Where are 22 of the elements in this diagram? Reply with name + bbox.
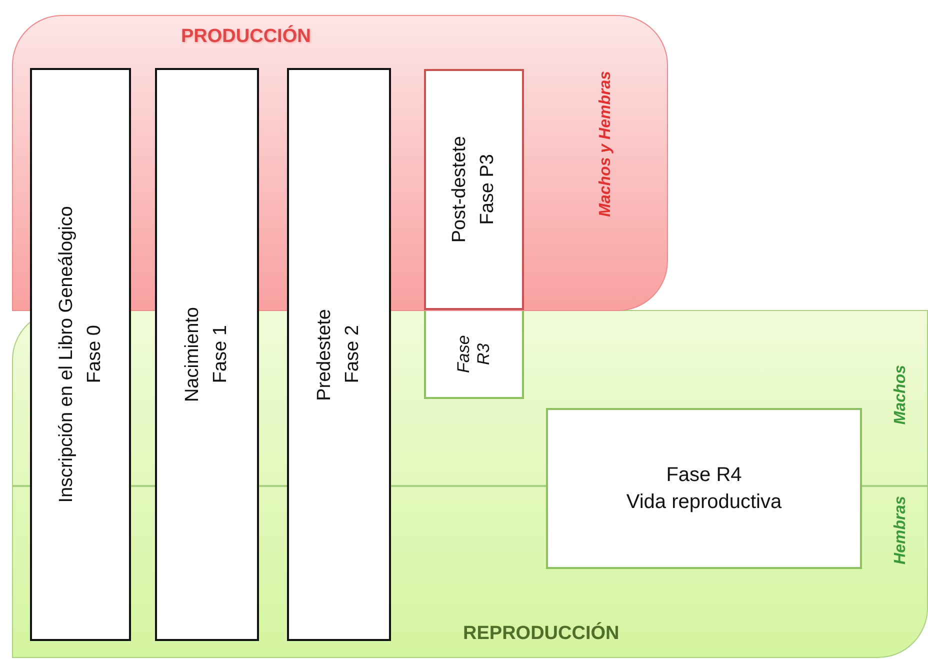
phase-label: Post-destete bbox=[449, 136, 471, 243]
phase-box bbox=[155, 68, 259, 641]
section-title: PRODUCCIÓN bbox=[181, 26, 311, 48]
phase-label: Nacimiento bbox=[182, 306, 204, 402]
phase-label: Predestete bbox=[314, 308, 336, 400]
phase-title: Fase 2 bbox=[342, 325, 364, 384]
phase-label: Vida reproductiva bbox=[626, 490, 782, 514]
phase-box bbox=[30, 68, 131, 641]
phase-title: Fase 0 bbox=[84, 325, 106, 384]
side-label: Machos bbox=[892, 365, 910, 425]
side-label: Machos y Hembras bbox=[597, 71, 615, 217]
phase-title: Fase P3 bbox=[477, 154, 499, 225]
phase-title: Fase 1 bbox=[210, 325, 232, 384]
section-title: REPRODUCCIÓN bbox=[463, 623, 620, 645]
phase-box bbox=[424, 309, 524, 399]
phase-title: Fase R4 bbox=[666, 464, 742, 486]
phase-label: Inscripción en el Libro Geneálogico bbox=[56, 206, 78, 503]
phase-box bbox=[546, 408, 862, 569]
phase-title: Fase R3 bbox=[454, 334, 494, 375]
side-label: Hembras bbox=[892, 496, 910, 564]
phase-box bbox=[287, 68, 391, 641]
phase-box bbox=[424, 69, 524, 310]
